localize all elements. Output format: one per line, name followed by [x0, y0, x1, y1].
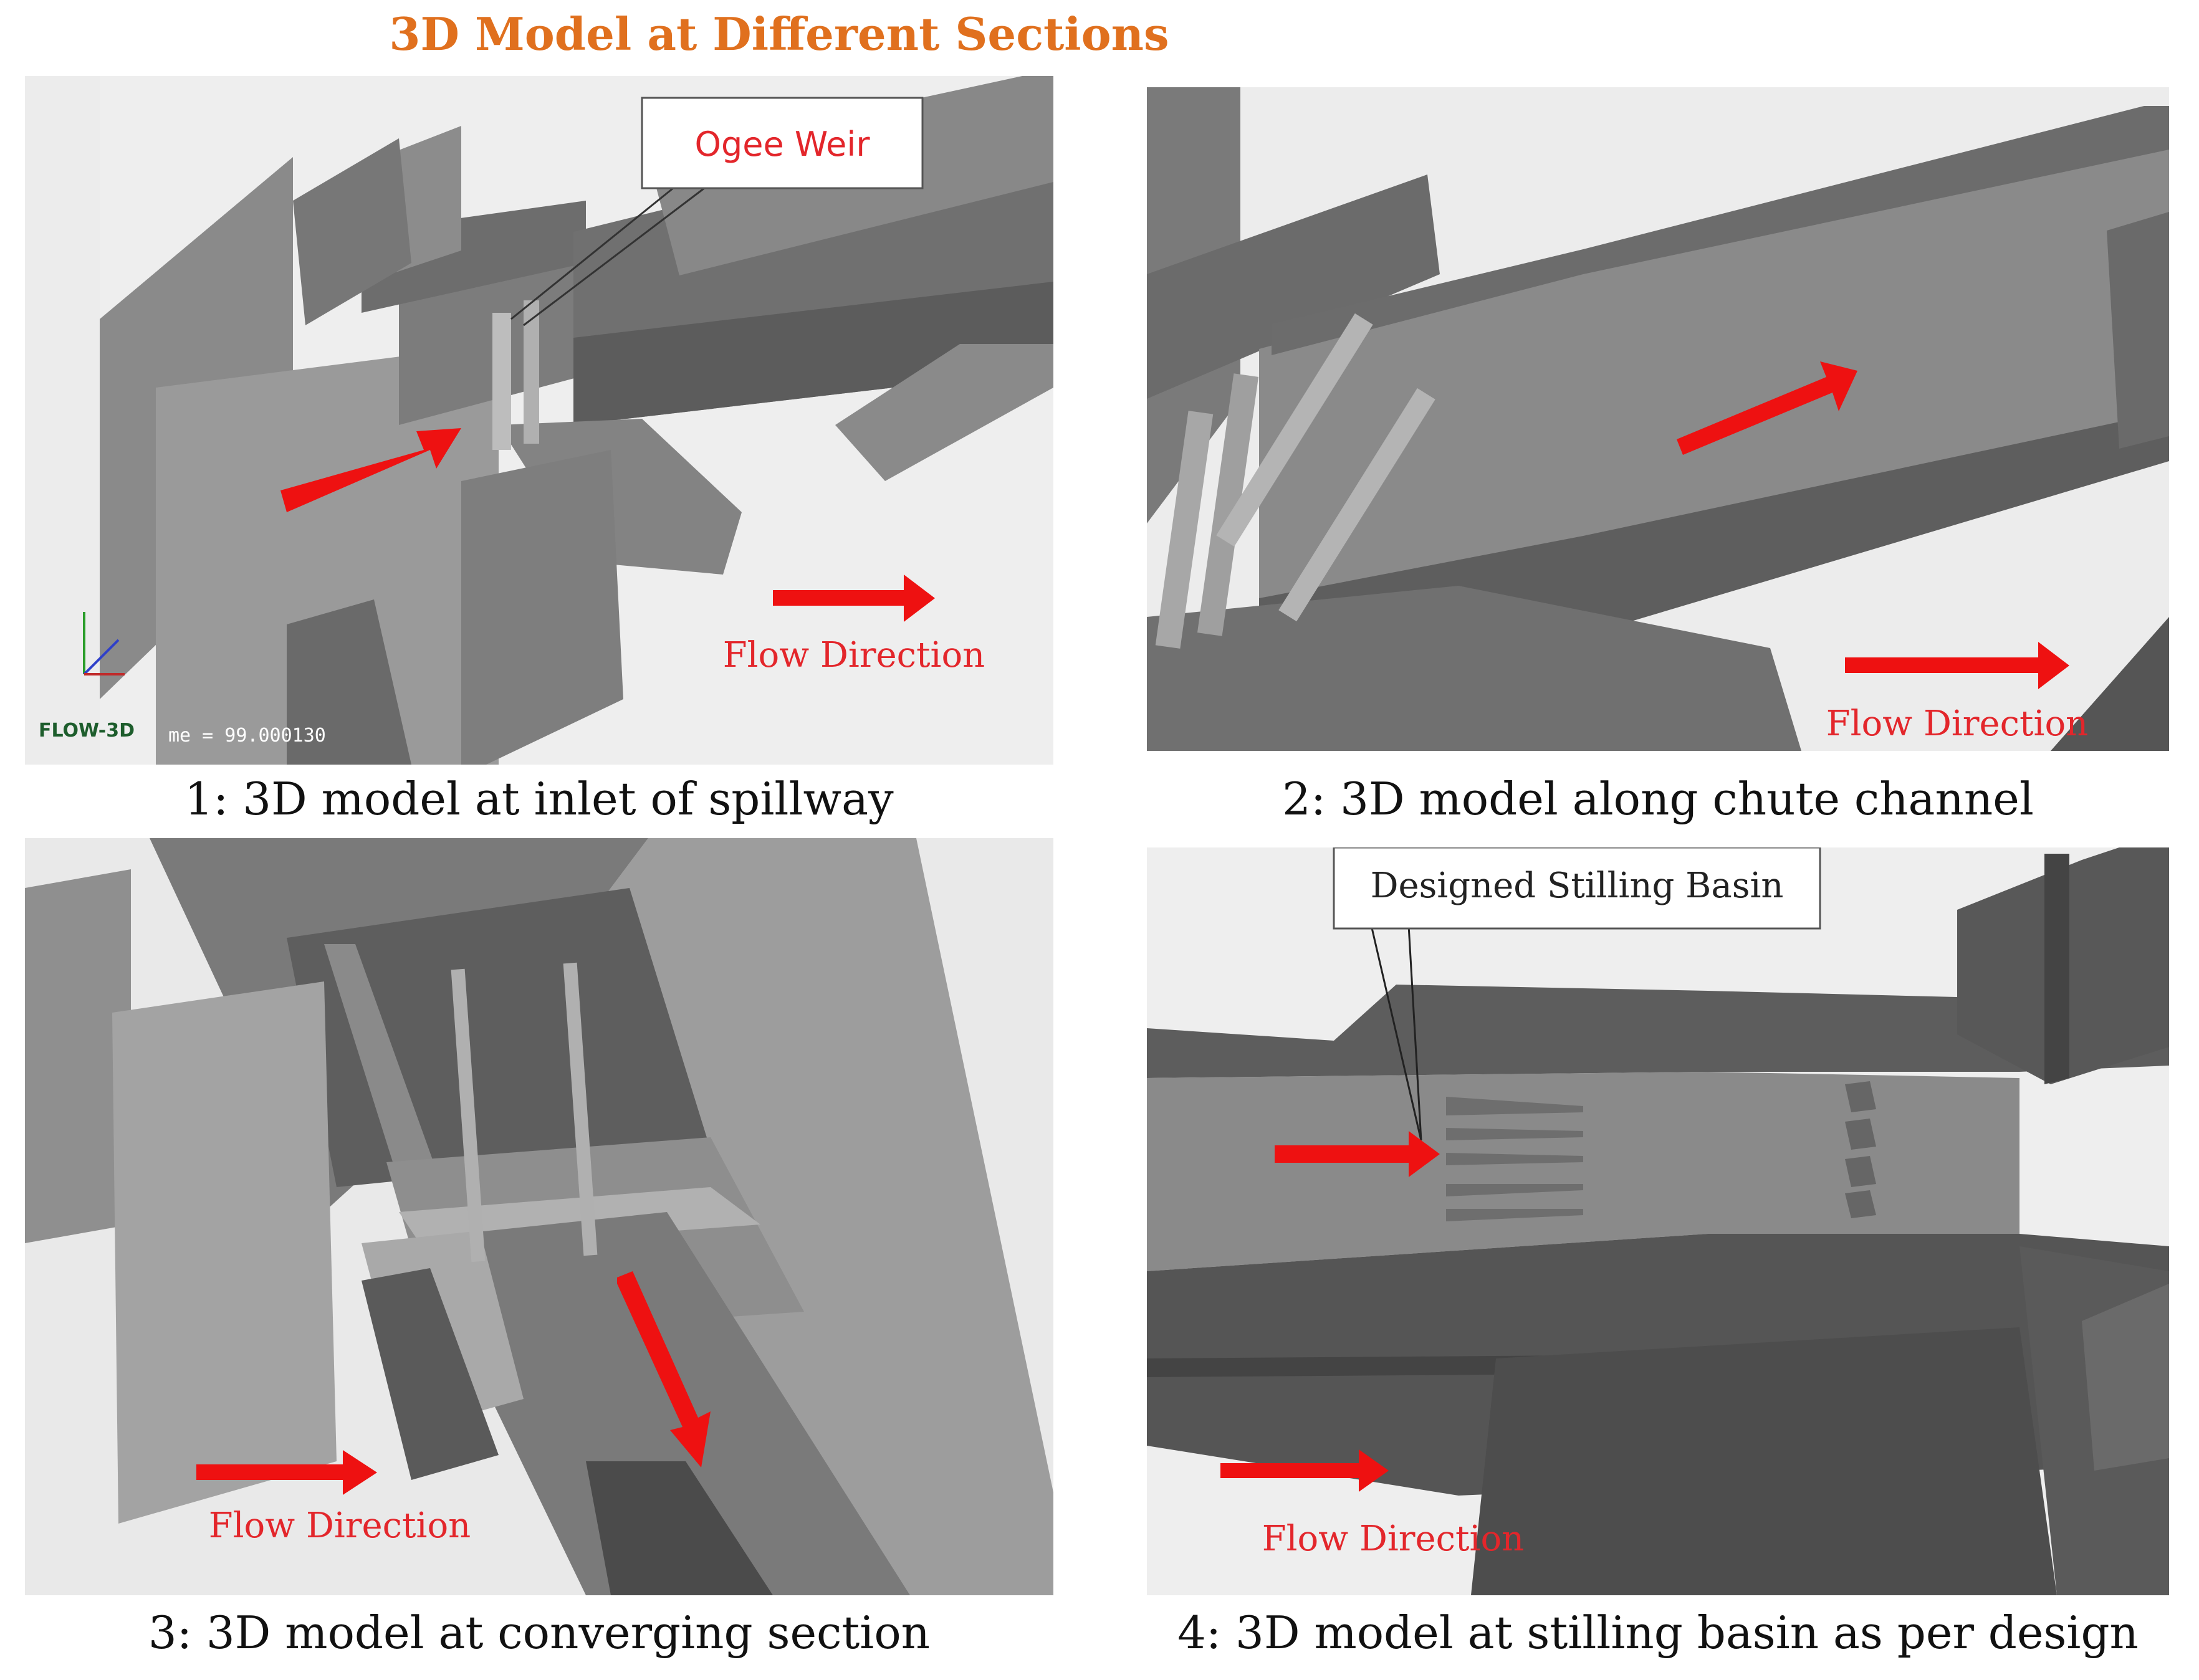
- flow-direction-arrow: [196, 1450, 377, 1495]
- flow3d-logo: FLOW-3D: [39, 720, 135, 742]
- chute-3d-model: [1147, 87, 2169, 751]
- ogee-weir-label: Ogee Weir: [694, 125, 870, 164]
- flow-arrow-main: [280, 428, 461, 512]
- baffle-blocks: [1446, 1097, 1583, 1221]
- flow-direction-arrow: [1220, 1449, 1389, 1492]
- caption-panel-4: 4: 3D model at stilling basin as per des…: [1177, 1606, 2139, 1659]
- stilling-basin-callout-box: [1333, 847, 1821, 930]
- callout-leader-lines: [510, 187, 705, 327]
- flow-direction-label: Flow Direction: [1826, 704, 2089, 744]
- time-readout: me = 99.000130: [168, 725, 326, 747]
- stilling-basin-3d-model: [1147, 847, 2169, 1595]
- inlet-annotations: Ogee Weir Flow Direction FLOW-3D me = 99…: [39, 97, 985, 747]
- panel-inlet-of-spillway: Ogee Weir Flow Direction FLOW-3D me = 99…: [25, 76, 1053, 765]
- axis-triad-icon: [83, 612, 125, 675]
- flow-direction-label: Flow Direction: [723, 635, 985, 675]
- panel-converging-section: Flow Direction: [25, 838, 1053, 1595]
- panel-chute-channel: Flow Direction: [1147, 87, 2169, 751]
- caption-panel-1: 1: 3D model at inlet of spillway: [184, 773, 894, 825]
- caption-panel-2: 2: 3D model along chute channel: [1282, 773, 2034, 825]
- flow-direction-arrow: [773, 575, 935, 622]
- end-sill-blocks: [1845, 1081, 1876, 1218]
- stilling-basin-annotations: Designed Stilling Basin Flow Direction: [1220, 847, 1821, 1559]
- inlet-3d-model: [25, 76, 1053, 765]
- flow-arrow-main: [617, 1271, 711, 1468]
- panel-stilling-basin: Designed Stilling Basin Flow Direction: [1147, 847, 2169, 1595]
- designed-stilling-basin-label: Designed Stilling Basin: [1371, 866, 1784, 906]
- converging-3d-model: [25, 838, 1053, 1595]
- callout-leader-lines: [1370, 925, 1422, 1141]
- flow-arrow-main: [1275, 1131, 1440, 1177]
- flow-direction-arrow: [1845, 642, 2069, 689]
- flow-arrow-main: [1677, 361, 1857, 455]
- caption-panel-3: 3: 3D model at converging section: [148, 1606, 931, 1659]
- flow-direction-label: Flow Direction: [1262, 1519, 1525, 1559]
- chute-annotations: Flow Direction: [1677, 361, 2089, 744]
- converging-annotations: Flow Direction: [196, 1271, 711, 1546]
- figure-title: 3D Model at Different Sections: [389, 7, 1169, 60]
- flow-direction-label: Flow Direction: [209, 1506, 471, 1546]
- ogee-weir-callout-box: [641, 97, 924, 189]
